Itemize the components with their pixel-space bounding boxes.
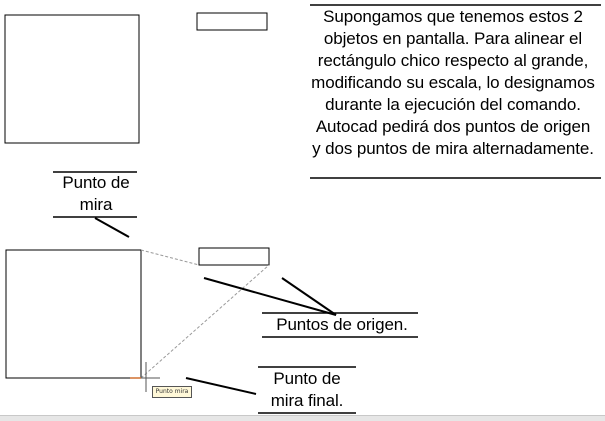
description-line: y dos puntos de mira alternadamente.: [312, 139, 594, 158]
origin-pointer-line-1: [203, 277, 337, 316]
aim-pointer-line: [94, 217, 130, 238]
aim-point-label-line1: Punto de: [62, 173, 130, 192]
description-line: rectángulo chico respecto al grande,: [317, 51, 589, 70]
guide-line-diagonal: [140, 264, 270, 379]
window-bottom-edge: [0, 415, 605, 421]
final-aim-pointer-line: [185, 377, 257, 395]
origin-points-label: Puntos de origen.: [276, 315, 408, 334]
guide-line-top: [140, 249, 200, 266]
large-rectangle-top: [4, 14, 140, 144]
final-aim-point-label: Punto de mira final.: [258, 368, 356, 412]
cursor-tooltip: Punto mira: [152, 386, 192, 398]
description-text: Supongamos que tenemos estos 2 objetos e…: [304, 6, 602, 160]
description-line: modificando su escala, lo designamos: [311, 73, 595, 92]
small-rectangle-bottom: [198, 247, 270, 266]
description-line: Autocad pedirá dos puntos de origen: [315, 117, 591, 136]
aim-point-label: Punto de mira: [50, 172, 142, 216]
description-line: durante la ejecución del comando.: [325, 95, 581, 114]
small-rectangle-top: [196, 12, 268, 31]
description-line: Supongamos que tenemos estos 2: [323, 7, 583, 26]
aim-point-label-line2: mira: [79, 195, 113, 214]
large-rectangle-bottom: [5, 249, 142, 379]
description-line: objetos en pantalla. Para alinear el: [323, 29, 583, 48]
final-aim-label-line2: mira final.: [270, 391, 344, 410]
final-aim-label-line1: Punto de: [273, 369, 341, 388]
origin-pointer-line-2: [281, 277, 337, 316]
